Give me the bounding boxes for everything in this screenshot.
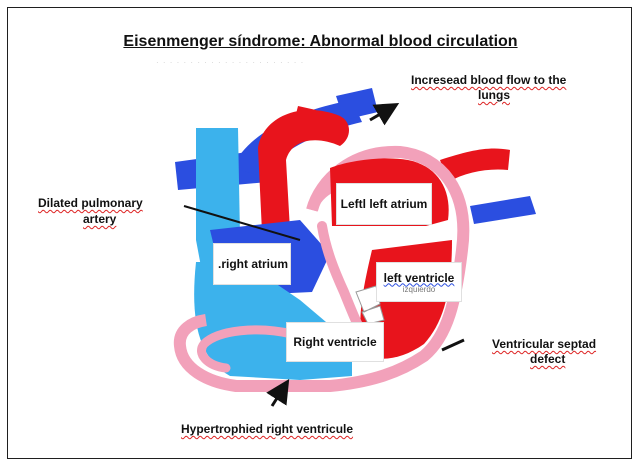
septal-defect-label-line1: Ventricular septad — [492, 337, 596, 351]
septal-defect-label-line2: defect — [530, 352, 565, 366]
dilated-artery-label-line1: Dilated pulmonary — [38, 196, 143, 210]
right-atrium-box: .right atrium — [213, 243, 291, 285]
right-ventricle-label: Right ventricle — [293, 335, 376, 349]
increased-flow-label-line2: lungs — [478, 88, 510, 102]
dilated-artery-label-line2: artery — [83, 212, 116, 226]
hypertrophied-label: Hypertrophied right ventricule — [181, 422, 353, 436]
left-atrium-label: Leftl left atrium — [341, 197, 428, 211]
left-atrium-box: Leftl left atrium — [336, 183, 432, 225]
right-ventricle-box: Right ventricle — [286, 322, 384, 362]
increased-flow-label-line1: Incresead blood flow to the — [411, 73, 566, 87]
arrow-septal-defect — [442, 340, 464, 350]
pulmonary-artery-right-vessel — [470, 196, 536, 224]
left-ventricle-box: left ventricle izquierdo — [376, 262, 462, 302]
left-ventricle-label: left ventricle — [384, 271, 455, 285]
right-atrium-label: .right atrium — [218, 257, 288, 271]
left-ventricle-sublabel: izquierdo — [403, 285, 435, 294]
